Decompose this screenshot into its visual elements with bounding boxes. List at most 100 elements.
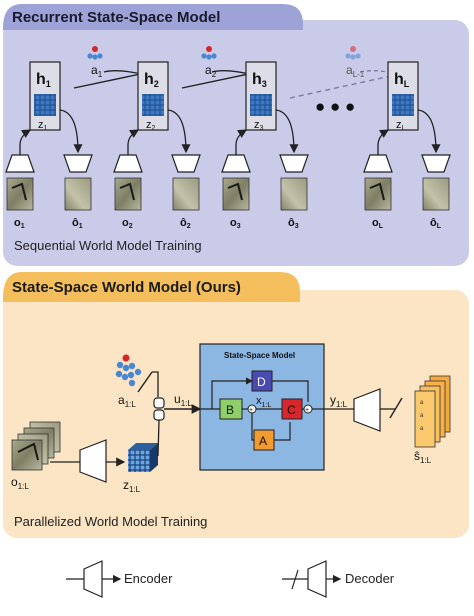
observation-stack <box>11 421 61 471</box>
action-label-a2: a2 <box>205 63 217 79</box>
state-prediction-stack: a a a <box>414 375 451 448</box>
action-label-aL-1: aL-1 <box>346 63 365 79</box>
bottom-panel-caption: Parallelized World Model Training <box>14 514 207 529</box>
concat-node-bottom <box>153 409 165 421</box>
action-sequence-icon <box>115 354 142 387</box>
z-to-decoder-arrow <box>59 109 83 154</box>
block-C-label: C <box>287 403 296 417</box>
o-label: o1 <box>14 217 25 230</box>
legend-decoder-slash <box>291 569 299 590</box>
observation-image <box>364 177 392 211</box>
ohat-label: ô3 <box>288 217 299 230</box>
legend-encoder-icon <box>83 560 103 598</box>
action-icon-aL-1 <box>345 46 361 60</box>
h-label: h3 <box>252 71 267 89</box>
z-label: zL <box>396 119 406 132</box>
z-label: z2 <box>146 119 156 132</box>
concat-node-top <box>153 397 165 409</box>
latent-grid-icon <box>250 94 272 116</box>
y-seq-label: y1:L <box>330 393 348 409</box>
u-seq-label: u1:L <box>174 392 192 408</box>
stack-label-2: a <box>420 413 424 419</box>
bottom-panel-title-tab <box>3 272 300 302</box>
encoder-to-z-arrow <box>235 129 248 155</box>
o-label: oL <box>372 217 384 230</box>
action-icon-a2 <box>201 46 217 60</box>
legend-decoder-label: Decoder <box>345 571 395 586</box>
h3-to-hL-dashed-arrow <box>289 71 402 99</box>
top-panel-caption: Sequential World Model Training <box>14 238 202 253</box>
top-panel-title: Recurrent State-Space Model <box>12 9 220 26</box>
block-A-label: A <box>259 434 267 448</box>
decoder-block <box>353 388 381 432</box>
legend-decoder-icon <box>307 560 327 598</box>
observation-image <box>6 177 34 211</box>
z-to-decoder-arrow <box>275 109 299 154</box>
block-C <box>281 398 303 420</box>
bottom-panel-title: State-Space World Model (Ours) <box>12 279 241 296</box>
encoder-block <box>363 154 393 173</box>
top-panel: Recurrent State-Space Model a1 a2 aL-1 ●… <box>3 4 469 266</box>
h-label: hL <box>394 71 410 89</box>
sum-node-y <box>303 404 313 414</box>
stack-label-1: a <box>420 400 424 406</box>
rssm-step-4: hL zL oL ôL <box>363 61 451 230</box>
ohat-label: ô1 <box>72 217 83 230</box>
h1-to-h2-arrow <box>73 68 152 89</box>
ellipsis: ● ● ● <box>315 97 355 116</box>
z-to-decoder-arrow <box>417 109 441 154</box>
ssm-title: State-Space Model <box>224 351 295 360</box>
decoder-block <box>421 154 451 173</box>
ohat-label: ôL <box>430 217 442 230</box>
block-B <box>219 398 243 420</box>
encoder-to-z-arrow <box>19 129 32 155</box>
h-label: h2 <box>144 71 159 89</box>
block-B-label: B <box>226 403 234 417</box>
z-label: z1 <box>38 119 48 132</box>
top-panel-title-tab <box>3 4 303 30</box>
s-seq-label: ŝ1:L <box>414 449 432 465</box>
legend: Encoder Decoder <box>66 560 395 598</box>
reconstruction-image <box>172 177 200 211</box>
action-to-concat-line <box>152 371 159 397</box>
observation-image <box>114 177 142 211</box>
encoder-block <box>221 154 251 173</box>
h-label: h1 <box>36 71 51 89</box>
z-seq-label: z1:L <box>123 478 141 494</box>
latent-grid-icon <box>142 94 164 116</box>
encoder-block <box>79 439 107 483</box>
ohat-label: ô2 <box>180 217 191 230</box>
action-icon-a1 <box>87 46 103 60</box>
decoder-block <box>279 154 309 173</box>
encoder-block <box>113 154 143 173</box>
h2-to-h3-arrow <box>181 68 260 89</box>
z-to-decoder-arrow <box>167 109 191 154</box>
decoder-out-slash <box>389 397 403 419</box>
z-label: z3 <box>254 119 264 132</box>
o-label: o2 <box>122 217 133 230</box>
rssm-step-1: h1 z1 o1 ô1 <box>5 61 93 230</box>
decoder-block <box>63 154 93 173</box>
x-seq-label: x1:L <box>256 395 271 409</box>
encoder-block <box>5 154 35 173</box>
latent-grid-icon <box>34 94 56 116</box>
action-label-a1: a1 <box>91 63 103 79</box>
legend-encoder-label: Encoder <box>124 571 173 586</box>
reconstruction-image <box>280 177 308 211</box>
reconstruction-image <box>64 177 92 211</box>
a-seq-label: a1:L <box>118 393 136 409</box>
bottom-panel: State-Space World Model (Ours) a1:L u1:L… <box>3 272 469 538</box>
decoder-block <box>171 154 201 173</box>
latent-to-concat-line <box>157 419 160 457</box>
encoder-to-z-arrow <box>377 129 390 155</box>
stack-label-3: a <box>420 426 424 432</box>
rssm-step-2: h2 z2 o2 ô2 <box>113 61 201 230</box>
o-seq-label: o1:L <box>11 475 29 491</box>
latent-grid-icon <box>392 94 414 116</box>
encoder-to-z-arrow <box>127 129 140 155</box>
sum-node-y-plus: + <box>305 407 309 414</box>
latent-sequence-cube <box>128 443 158 472</box>
